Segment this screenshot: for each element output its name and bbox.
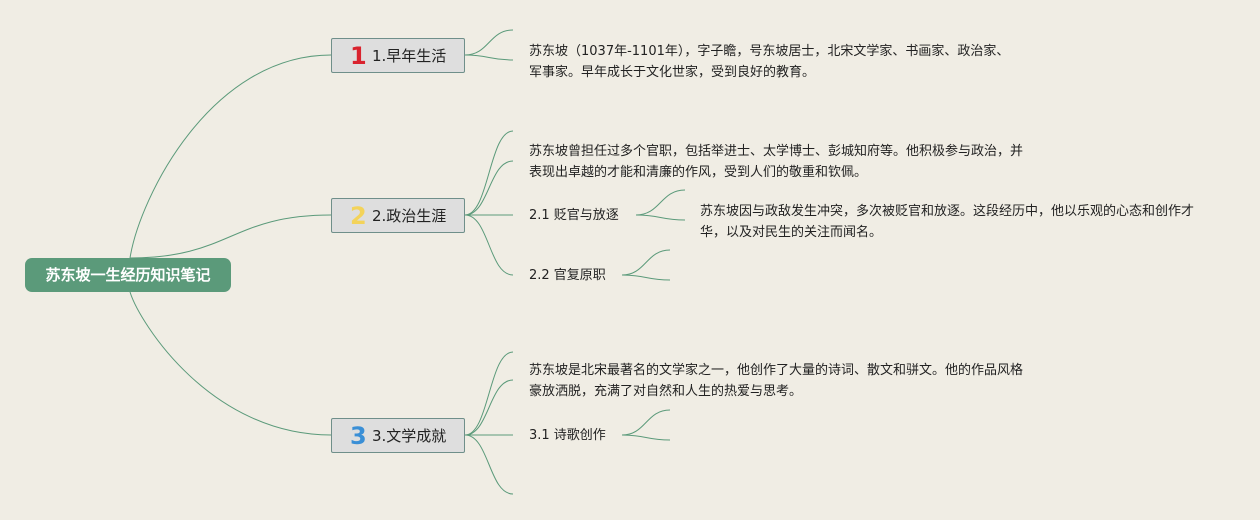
- link-b2-sub2: [464, 214, 514, 276]
- subtopic-poetry[interactable]: 3.1 诗歌创作: [529, 428, 606, 443]
- link-b2-note-top: [464, 130, 514, 216]
- link-b3-note-top: [464, 351, 514, 436]
- link-b3-note-mid: [464, 379, 514, 436]
- branch-label: 2.政治生涯: [372, 207, 447, 225]
- link-root-branch-2: [129, 214, 332, 259]
- number-one-icon: 1: [350, 41, 367, 70]
- number-three-icon: 3: [350, 421, 367, 450]
- link-sub21-note-top: [635, 189, 686, 216]
- link-root-branch-1: [129, 54, 332, 259]
- link-b1-note-top: [464, 29, 514, 56]
- link-b2-note-mid: [464, 160, 514, 216]
- link-sub22-top: [621, 249, 671, 276]
- link-sub22-bottom: [621, 274, 671, 281]
- link-b1-note-bottom: [464, 54, 514, 61]
- note-political-career[interactable]: 苏东坡曾担任过多个官职，包括举进士、太学博士、彭城知府等。他积极参与政治，并表现…: [529, 144, 1024, 180]
- link-sub21-note-bottom: [635, 214, 686, 221]
- branch-label: 1.早年生活: [372, 47, 447, 65]
- number-two-icon: 2: [350, 201, 367, 230]
- branch-political-career[interactable]: 2 2.政治生涯: [331, 198, 465, 233]
- link-sub31-top: [621, 409, 671, 436]
- branch-label: 3.文学成就: [372, 427, 447, 445]
- branch-early-life[interactable]: 1 1.早年生活: [331, 38, 465, 73]
- note-literary-achievements[interactable]: 苏东坡是北宋最著名的文学家之一，他创作了大量的诗词、散文和骈文。他的作品风格豪放…: [529, 363, 1024, 399]
- link-root-branch-3: [129, 291, 332, 436]
- branch-literary-achievements[interactable]: 3 3.文学成就: [331, 418, 465, 453]
- subtopic-reinstatement[interactable]: 2.2 官复原职: [529, 268, 606, 283]
- link-b3-bottom: [464, 434, 514, 495]
- note-demotion-exile[interactable]: 苏东坡因与政敌发生冲突，多次被贬官和放逐。这段经历中，他以乐观的心态和创作才华，…: [700, 204, 1195, 240]
- link-sub31-bottom: [621, 434, 671, 441]
- root-topic[interactable]: 苏东坡一生经历知识笔记: [25, 258, 231, 292]
- note-early-life[interactable]: 苏东坡（1037年-1101年），字子瞻，号东坡居士，北宋文学家、书画家、政治家…: [529, 44, 1010, 80]
- subtopic-demotion-exile[interactable]: 2.1 贬官与放逐: [529, 208, 619, 223]
